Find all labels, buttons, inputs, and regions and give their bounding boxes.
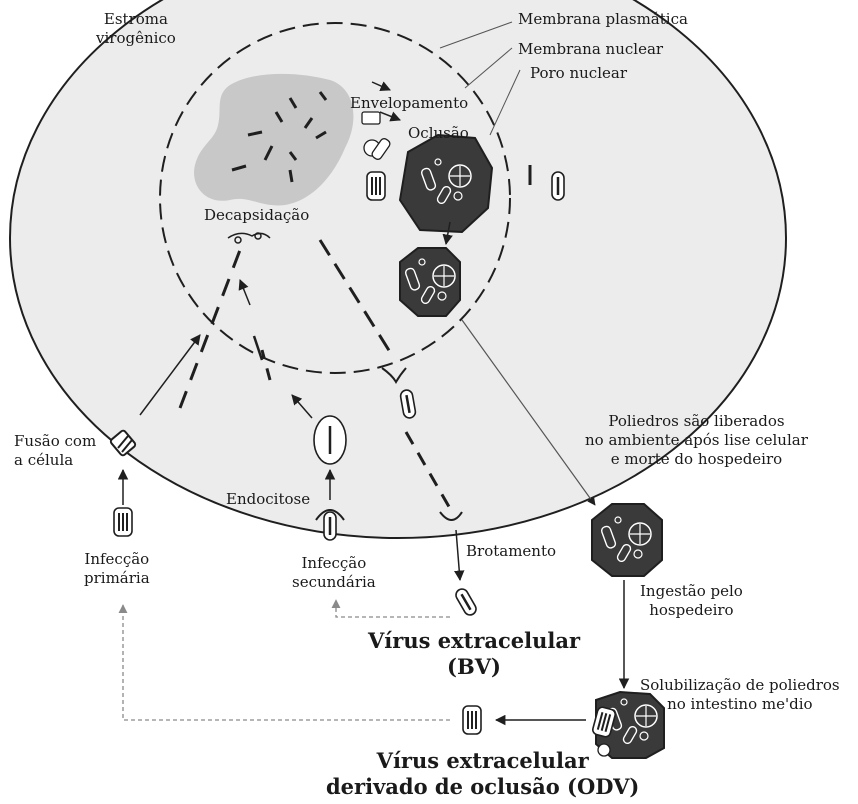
label-stroma-line2: virogênico — [96, 29, 176, 48]
label-polyhedra-release: Poliedros são liberados no ambiente após… — [585, 412, 808, 469]
label-bv-line1: Vírus extracelular — [368, 628, 580, 654]
label-stroma: Estroma virogênico — [96, 10, 176, 48]
label-release-line2: no ambiente após lise celular — [585, 431, 808, 450]
label-primary-infection: Infecção primária — [84, 550, 150, 588]
polyhedron-released — [592, 504, 662, 576]
label-envelopment: Envelopamento — [350, 94, 468, 113]
label-fusion-line1: Fusão com — [14, 432, 96, 451]
endocytosis-vesicle — [314, 416, 346, 464]
label-solubilization-line1: Solubilização de poliedros — [640, 676, 840, 695]
label-occlusion: Oclusão — [408, 124, 469, 143]
label-solubilization: Solubilização de poliedros no intestino … — [640, 676, 840, 714]
label-odv-line1: Vírus extracelular — [326, 748, 639, 774]
label-primary-line1: Infecção — [84, 550, 150, 569]
label-secondary-infection: Infecção secundária — [292, 554, 376, 592]
label-ingestion: Ingestão pelo hospedeiro — [640, 582, 743, 620]
label-release-line3: e morte do hospedeiro — [585, 450, 808, 469]
label-plasma-membrane: Membrana plasmática — [518, 10, 688, 29]
label-ingestion-line2: hospedeiro — [640, 601, 743, 620]
label-odv: Vírus extracelular derivado de oclusão (… — [326, 748, 639, 800]
label-endocytosis: Endocitose — [226, 490, 310, 509]
polyhedron-forming — [400, 135, 492, 232]
label-nuclear-pore: Poro nuclear — [530, 64, 627, 83]
label-bv-line2: (BV) — [368, 654, 580, 680]
label-release-line1: Poliedros são liberados — [585, 412, 808, 431]
label-secondary-line1: Infecção — [292, 554, 376, 573]
label-uncoating: Decapsidação — [204, 206, 309, 225]
label-budding: Brotamento — [466, 542, 556, 561]
label-solubilization-line2: no intestino me'dio — [640, 695, 840, 714]
label-fusion: Fusão com a célula — [14, 432, 96, 470]
label-ingestion-line1: Ingestão pelo — [640, 582, 743, 601]
label-primary-line2: primária — [84, 569, 150, 588]
label-secondary-line2: secundária — [292, 573, 376, 592]
label-nuclear-membrane: Membrana nuclear — [518, 40, 663, 59]
label-fusion-line2: a célula — [14, 451, 96, 470]
label-odv-line2: derivado de oclusão (ODV) — [326, 774, 639, 800]
label-bv: Vírus extracelular (BV) — [368, 628, 580, 680]
label-stroma-line1: Estroma — [96, 10, 176, 29]
